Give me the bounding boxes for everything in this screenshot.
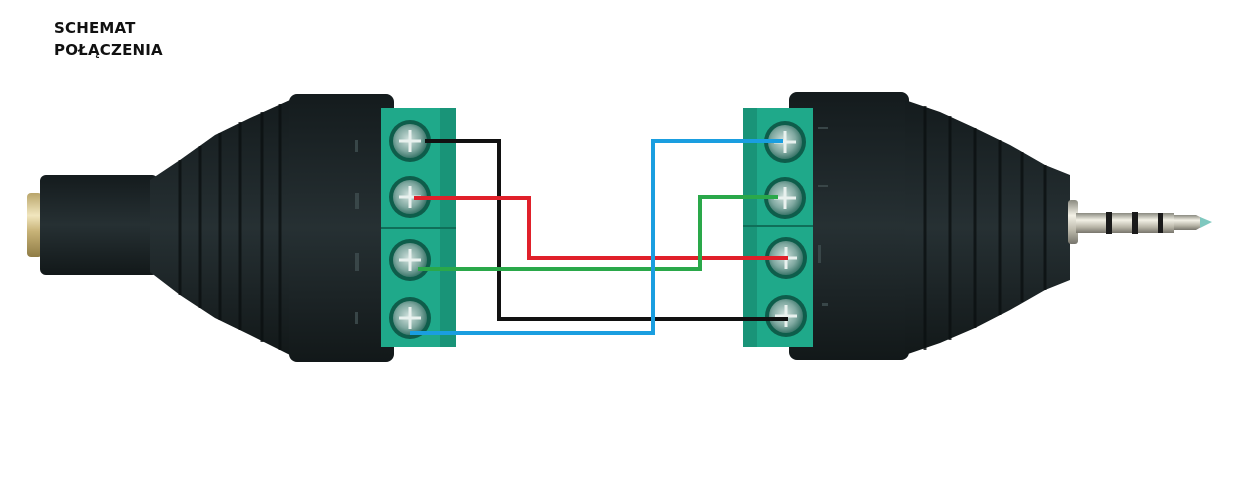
wire-blue [410,139,783,335]
plug-ribbed-boot [905,100,1070,355]
wiring [410,139,788,335]
wire-black [425,139,788,321]
jack-socket-ring [27,193,42,257]
right-terminal-block [743,108,813,347]
jack-barrel [40,175,158,275]
left-terminal-block [381,108,456,347]
trrs-plug-pin [1068,200,1212,244]
title-line-2: POŁĄCZENIA [54,41,163,59]
left-terminal-2-screw[interactable] [389,176,431,218]
diagram-title: SCHEMAT POŁĄCZENIA [54,17,163,61]
title-line-1: SCHEMAT [54,19,136,37]
wire-red [414,196,788,260]
left-terminal-4-screw[interactable] [389,297,431,339]
right-connector [743,92,1212,360]
left-terminal-3-screw[interactable] [389,239,431,281]
right-terminal-1-screw[interactable] [764,121,806,163]
right-terminal-2-screw[interactable] [764,177,806,219]
wire-green [418,195,778,271]
left-terminal-1-screw[interactable] [389,120,431,162]
jack-housing [289,94,394,362]
plug-housing [789,92,909,360]
right-terminal-4-screw[interactable] [765,295,807,337]
left-connector [27,94,456,362]
